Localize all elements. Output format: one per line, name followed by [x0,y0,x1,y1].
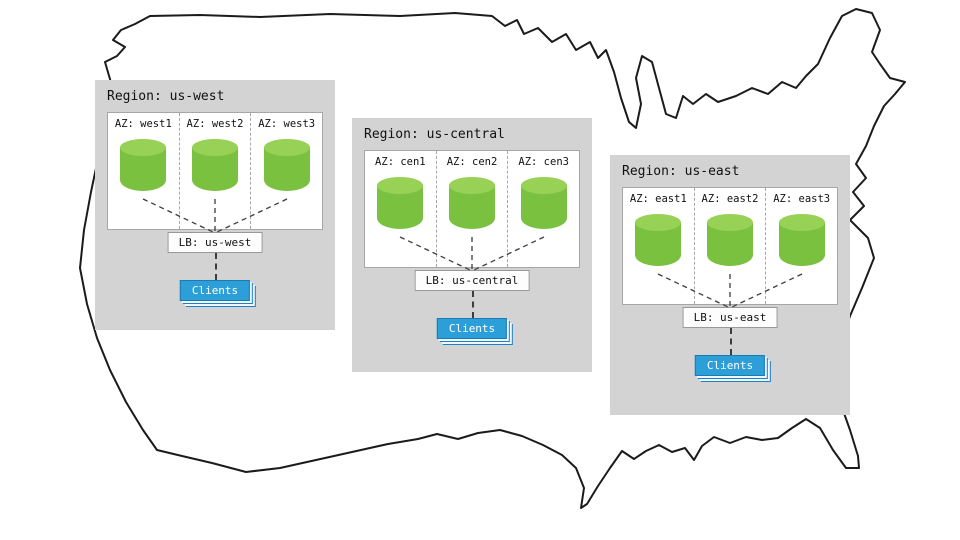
az-to-lb-connectors [399,236,545,271]
az-label: AZ: east1 [629,193,687,205]
database-cylinder-top [635,214,682,231]
database-cylinder-top [263,139,310,156]
database-cylinder-top [377,177,424,194]
az-to-lb-connectors [657,273,803,308]
az-label: AZ: east3 [773,193,831,205]
region-us-central: Region: us-central AZ: cen1 AZ: cen2 AZ:… [352,118,592,372]
az-panel: AZ: east1 AZ: east2 AZ: east3 [622,187,838,305]
database-cylinder-icon [120,139,167,197]
connector-line [142,198,214,233]
az-label: AZ: cen1 [375,156,426,168]
clients-box: Clients [179,280,251,301]
clients-box: Clients [436,318,508,339]
connector-line [216,198,288,233]
database-cylinder-icon [778,214,825,272]
connector-line [657,273,729,308]
lb-clients-connector [730,328,732,355]
database-cylinder-icon [635,214,682,272]
az-label: AZ: east2 [701,193,759,205]
database-cylinder-icon [449,177,495,235]
load-balancer-box: LB: us-east [682,307,778,328]
database-cylinder-icon [263,139,310,197]
load-balancer-box: LB: us-west [167,232,263,253]
database-cylinder-top [778,214,825,231]
database-cylinder-icon [520,177,567,235]
database-cylinder-icon [192,139,238,197]
az-column: AZ: west2 [178,113,251,229]
az-to-lb-connectors [142,198,288,233]
lb-clients-connector [215,253,217,280]
load-balancer-box: LB: us-central [414,270,530,291]
connector-line [473,236,545,271]
clients-box: Clients [694,355,766,376]
region-title: Region: us-west [107,89,225,104]
az-label: AZ: west1 [114,118,172,130]
az-label: AZ: cen3 [518,156,569,168]
az-label: AZ: west3 [258,118,316,130]
connector-line [731,273,803,308]
region-us-west: Region: us-west AZ: west1 AZ: west2 AZ: … [95,80,335,330]
az-column: AZ: east1 [623,188,694,304]
az-column: AZ: west1 [108,113,179,229]
region-us-east: Region: us-east AZ: east1 AZ: east2 AZ: … [610,155,850,415]
az-column: AZ: cen1 [365,151,436,267]
database-cylinder-icon [377,177,424,235]
database-cylinder-top [520,177,567,194]
database-cylinder-top [449,177,495,194]
az-column: AZ: east3 [765,188,837,304]
region-title: Region: us-central [364,127,505,142]
database-cylinder-icon [707,214,753,272]
database-cylinder-top [120,139,167,156]
lb-clients-connector [472,291,474,318]
az-label: AZ: cen2 [446,156,498,168]
database-cylinder-top [192,139,238,156]
connector-line [399,236,471,271]
az-label: AZ: west2 [186,118,244,130]
az-column: AZ: cen2 [435,151,508,267]
database-cylinder-top [707,214,753,231]
az-column: AZ: east2 [693,188,766,304]
region-title: Region: us-east [622,164,740,179]
az-column: AZ: west3 [250,113,322,229]
az-column: AZ: cen3 [507,151,579,267]
